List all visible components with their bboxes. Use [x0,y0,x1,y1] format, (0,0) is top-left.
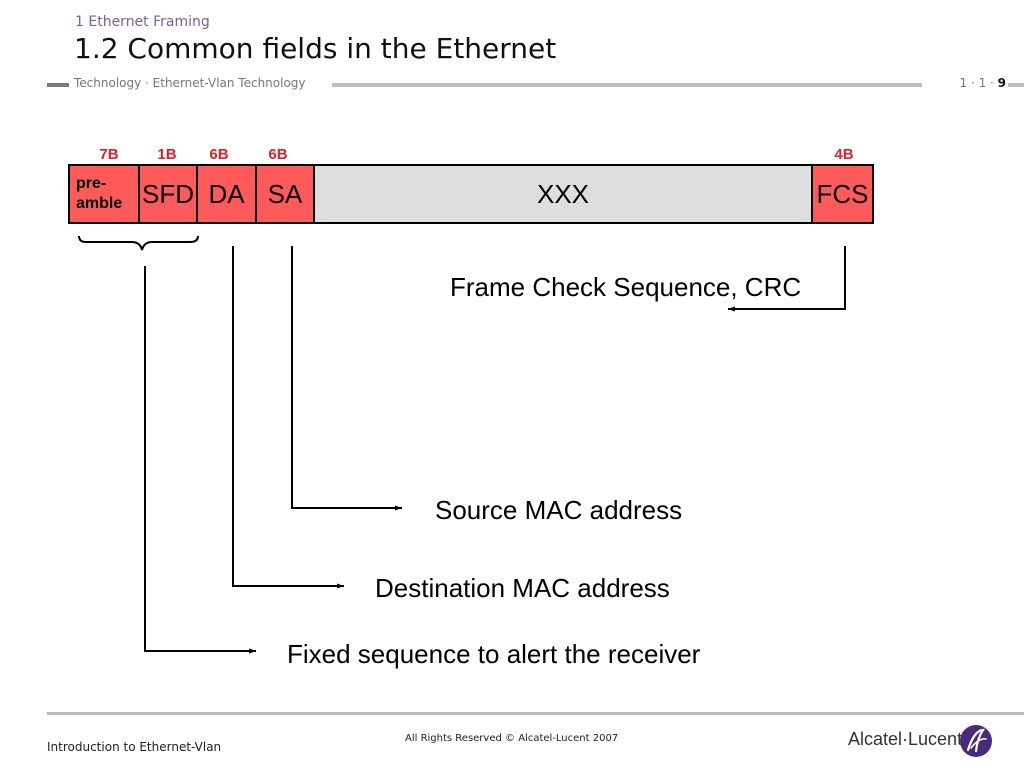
page-subtitle: Technology · Ethernet-Vlan Technology [74,76,306,90]
field-preamble-line1: pre- [76,175,107,192]
page-title: 1.2 Common fields in the Ethernet [74,32,557,65]
header-rule-middle [332,83,922,87]
field-sfd: SFD [140,166,198,222]
callout-source-mac: Source MAC address [435,495,683,525]
page-number: 1 · 1 · 9 [959,76,1006,90]
header-rule-left [47,83,69,87]
size-label-sfd: 1B [157,146,177,163]
preamble-brace [78,235,199,251]
footer-copyright: All Rights Reserved © Alcatel-Lucent 200… [405,733,619,744]
sa-connector [291,246,402,511]
field-sa: SA [257,166,315,222]
callout-destination-mac: Destination MAC address [375,573,670,603]
field-fcs: FCS [813,166,872,222]
field-da: DA [198,166,257,222]
company-logo-text: Alcatel·Lucent [848,729,963,749]
preamble-connector [144,266,256,654]
header-rule-right [1008,83,1024,87]
size-label-sa: 6B [268,146,288,163]
field-payload: XXX [315,166,813,222]
size-label-preamble: 7B [99,146,119,163]
fcs-connector [728,246,846,312]
footer-course-title: Introduction to Ethernet-Vlan [47,740,222,754]
section-heading: 1 Ethernet Framing [75,14,210,30]
da-connector [232,246,344,589]
field-preamble: pre-amble [70,166,140,222]
ethernet-frame [68,164,874,224]
callout-fcs: Frame Check Sequence, CRC [450,272,802,302]
size-label-da: 6B [209,146,229,163]
field-preamble-line2: amble [76,195,123,212]
alcatel-lucent-logo-icon [960,725,992,757]
size-label-fcs: 4B [834,146,854,163]
callout-preamble: Fixed sequence to alert the receiver [287,639,701,669]
footer-rule [47,712,1024,715]
